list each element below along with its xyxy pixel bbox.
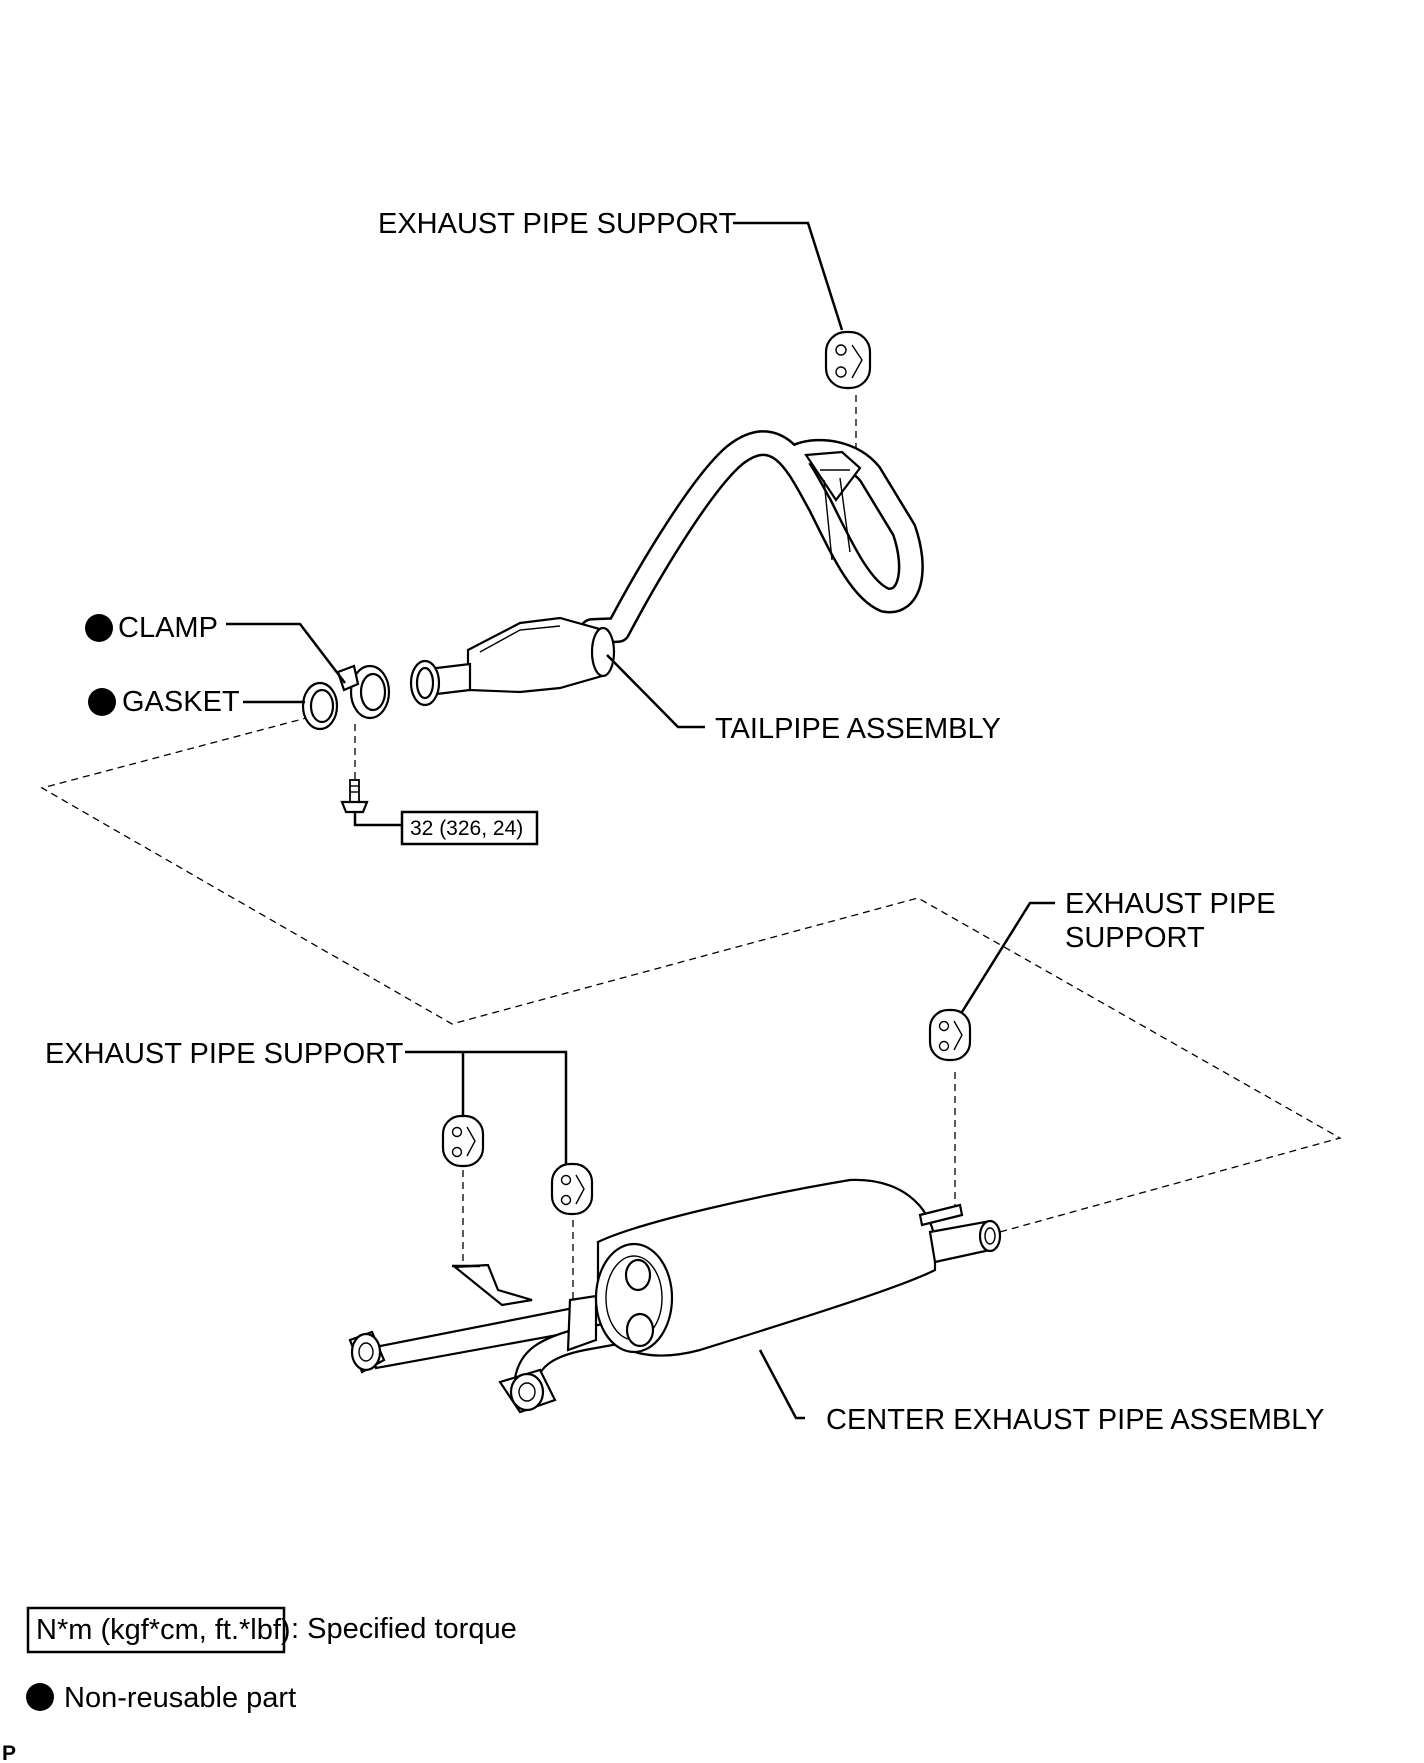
label-tailpipe: TAILPIPE ASSEMBLY: [715, 713, 1001, 745]
label-support-left: EXHAUST PIPE SUPPORT: [45, 1038, 404, 1070]
torque-value: 32 (326, 24): [410, 817, 523, 840]
support-icon-left-2: [550, 1162, 594, 1216]
gasket-part: [301, 681, 339, 731]
support-icon-right: [928, 1008, 972, 1062]
nonreusable-icon-gasket: [88, 688, 116, 716]
legend-torque-desc: : Specified torque: [291, 1613, 517, 1645]
support-icon-left-1: [441, 1114, 485, 1168]
bolt-icon: [340, 779, 369, 814]
clamp-part: [336, 664, 391, 720]
support-icon-top: [824, 330, 872, 390]
center-exhaust-pipe-assembly: [348, 1178, 1002, 1414]
legend-nonreusable-desc: Non-reusable part: [64, 1682, 296, 1714]
tailpipe-assembly: [409, 430, 924, 707]
legend-torque-units: N*m (kgf*cm, ft.*lbf): [36, 1614, 291, 1646]
label-support-top: EXHAUST PIPE SUPPORT: [378, 208, 737, 240]
legend: N*m (kgf*cm, ft.*lbf) : Specified torque…: [26, 1606, 517, 1714]
legend-nonreusable-icon: [26, 1683, 54, 1711]
corner-mark: P: [2, 1742, 16, 1763]
label-gasket: GASKET: [122, 686, 240, 718]
label-center-pipe: CENTER EXHAUST PIPE ASSEMBLY: [826, 1404, 1325, 1436]
leader-lines: [226, 221, 1055, 1420]
torque-spec-box: 32 (326, 24): [400, 810, 539, 846]
label-support-right-1: EXHAUST PIPE: [1065, 888, 1276, 920]
nonreusable-icon-clamp: [85, 614, 113, 642]
label-clamp: CLAMP: [118, 612, 218, 644]
label-support-right-2: SUPPORT: [1065, 922, 1205, 954]
